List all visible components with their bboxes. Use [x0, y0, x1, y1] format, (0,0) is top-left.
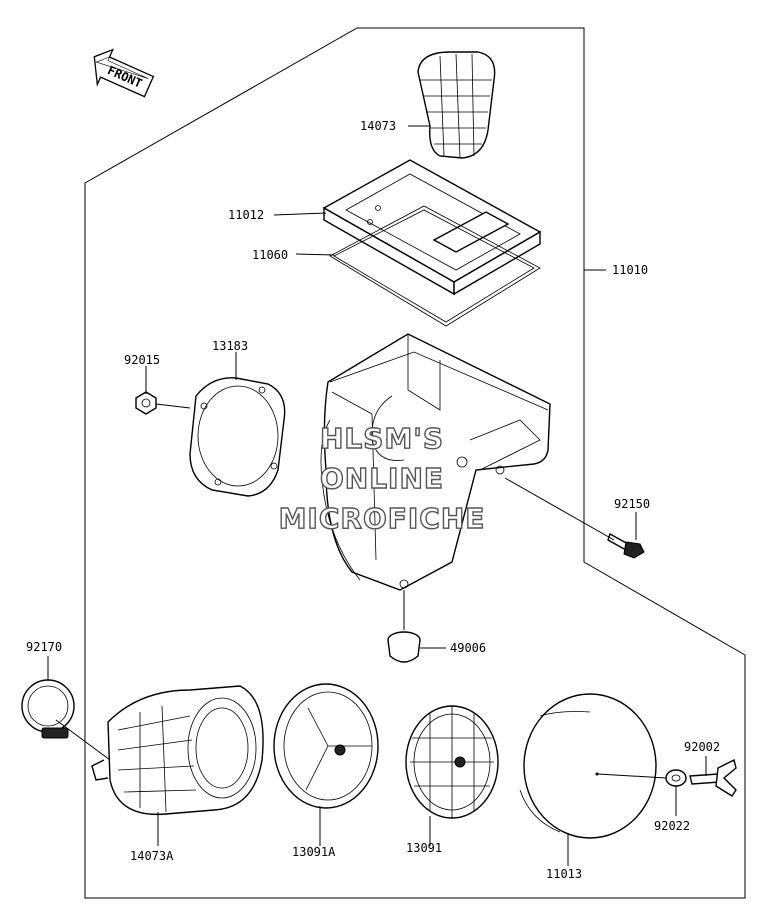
part-label-92022[interactable]: 92022: [654, 819, 690, 833]
part-label-92170[interactable]: 92170: [26, 640, 62, 654]
part-label-14073A[interactable]: 14073A: [130, 849, 174, 863]
part-label-13091[interactable]: 13091: [406, 841, 442, 855]
gasket-11060: [329, 205, 541, 327]
part-label-13091A[interactable]: 13091A: [292, 845, 336, 859]
nut-92015: [135, 391, 157, 415]
case-cover-11012: [322, 159, 542, 296]
part-label-11013[interactable]: 11013: [546, 867, 582, 881]
cap-49006: [387, 631, 421, 663]
washer-92022: [665, 769, 687, 787]
part-label-49006[interactable]: 49006: [450, 641, 486, 655]
assembly-boundary: [84, 27, 746, 899]
part-label-92002[interactable]: 92002: [684, 740, 720, 754]
wing-bolt-92002: [689, 758, 737, 797]
watermark-line-3: MICROFICHE: [279, 502, 486, 535]
plate-13183: [189, 377, 286, 497]
part-label-92015[interactable]: 92015: [124, 353, 160, 367]
clamp-92170: [21, 679, 75, 739]
filter-element-11013: [519, 693, 657, 839]
bolt-92150: [607, 532, 645, 559]
part-label-92150[interactable]: 92150: [614, 497, 650, 511]
part-label-11060[interactable]: 11060: [252, 248, 288, 262]
holder-13091: [405, 705, 499, 819]
watermark-line-2: ONLINE: [320, 462, 444, 495]
leader-lines: [47, 125, 707, 866]
front-arrow-icon: FRONT: [93, 48, 155, 98]
part-label-13183[interactable]: 13183: [212, 339, 248, 353]
air-cleaner-case-11010: [320, 333, 551, 591]
watermark: HLSM'S ONLINE MICROFICHE: [278, 421, 486, 535]
watermark-line-1: HLSM'S: [320, 422, 444, 455]
part-label-11012[interactable]: 11012: [228, 208, 264, 222]
part-label-11010[interactable]: 11010: [612, 263, 648, 277]
intake-duct-14073: [417, 51, 496, 159]
intake-boot-14073A: [91, 685, 264, 816]
part-label-14073[interactable]: 14073: [360, 119, 396, 133]
holder-13091A: [273, 683, 379, 809]
